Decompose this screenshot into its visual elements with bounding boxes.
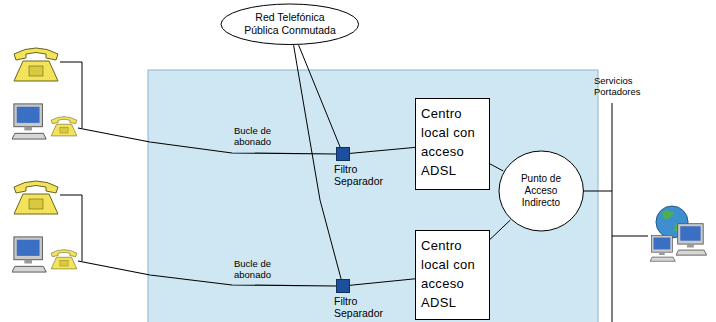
subscriber-wire — [60, 62, 82, 128]
splitter-filter: Filtro Separador — [336, 279, 350, 293]
node-text: Punto de Acceso Indirecto — [513, 173, 569, 209]
bus-link — [612, 236, 648, 237]
connector-line — [350, 279, 415, 286]
node-text: Centro local con acceso ADSL — [421, 237, 484, 312]
loop-label: Bucle de abonado — [234, 126, 280, 148]
exchange-box: Centro local con acceso ADSL — [415, 98, 490, 190]
access-point-ellipse: Punto de Acceso Indirecto — [498, 150, 584, 232]
subscriber-loop — [78, 128, 336, 154]
splitter-filter: Filtro Separador — [336, 147, 350, 161]
node-text: Filtro Separador — [334, 295, 386, 319]
connector-line — [490, 164, 503, 171]
connector-line — [490, 220, 510, 239]
connector-line — [350, 147, 415, 153]
computer-icon — [12, 237, 46, 272]
telephone-icon — [14, 181, 58, 214]
bus-label: Servicios Portadores — [594, 76, 648, 98]
carrier-bus — [612, 103, 613, 322]
node-text: Red Telefónica Pública Conmutada — [243, 11, 337, 36]
telephone-icon — [51, 117, 77, 136]
node-text: Centro local con acceso ADSL — [421, 105, 484, 180]
bus-link — [582, 191, 612, 192]
subscriber-wire — [60, 195, 82, 261]
telephone-icon — [51, 250, 77, 269]
network-ellipse: Red Telefónica Pública Conmutada — [220, 3, 360, 46]
telephone-icon — [14, 48, 58, 81]
ellipse-shape — [499, 151, 583, 231]
computer-icon — [12, 104, 46, 139]
node-text: Filtro Separador — [334, 163, 386, 187]
connector-line — [299, 45, 341, 147]
connector-line — [294, 45, 342, 279]
operator-region — [148, 70, 598, 322]
computer-icon — [676, 224, 707, 255]
subscriber-loop — [78, 261, 336, 286]
internet-icon — [650, 206, 707, 261]
computer-icon — [650, 235, 675, 261]
loop-label: Bucle de abonado — [234, 259, 280, 281]
exchange-box: Centro local con acceso ADSL — [415, 230, 490, 320]
ellipse-shape — [221, 4, 359, 45]
